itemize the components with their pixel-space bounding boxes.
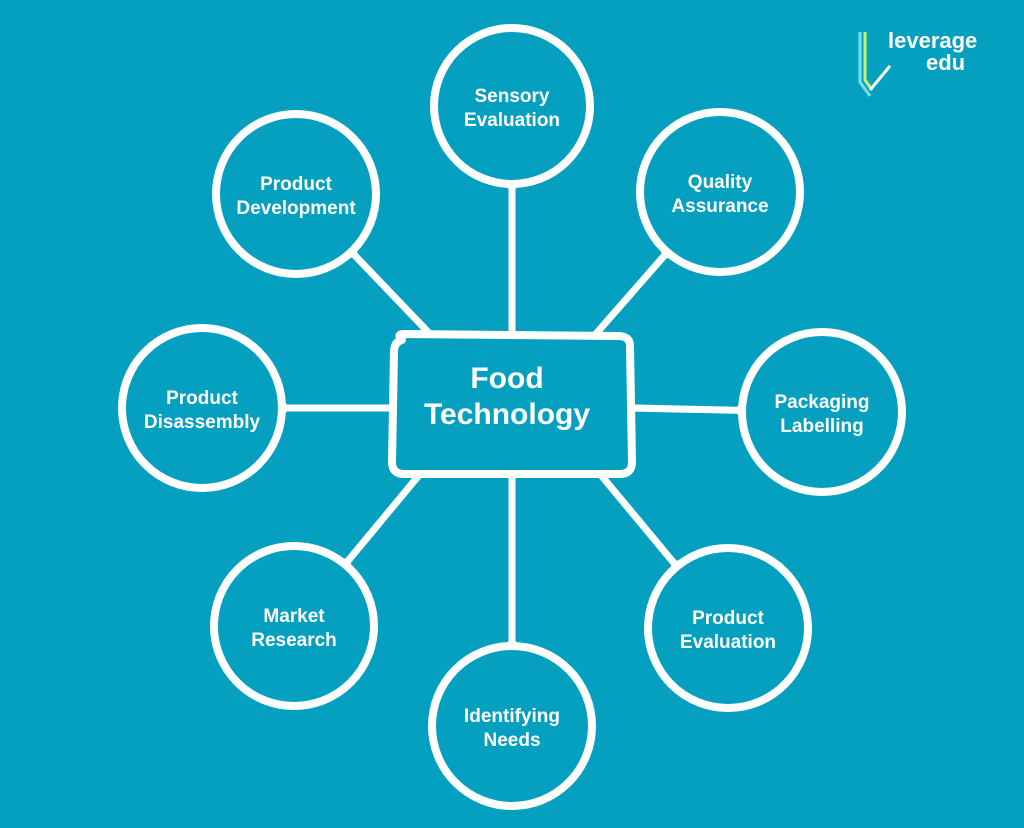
node-label-line1-product-development: Product: [260, 174, 332, 195]
node-label-line2-product-development: Development: [236, 198, 356, 219]
node-label-line1-sensory-evaluation: Sensory: [475, 86, 550, 107]
node-circle-sensory-evaluation: [430, 24, 594, 188]
node-circle-quality-assurance: [636, 108, 804, 276]
node-label-line1-product-evaluation: Product: [692, 608, 764, 629]
logo-text-line2: edu: [926, 50, 966, 75]
node-circle-product-disassembly: [118, 324, 286, 492]
node-label-line2-product-disassembly: Disassembly: [144, 412, 261, 433]
node-circle-identifying-needs: [428, 642, 596, 810]
node-circle-product-development: [212, 110, 380, 278]
connector-market-research: [341, 470, 424, 568]
node-label-line2-quality-assurance: Assurance: [671, 196, 768, 217]
node-circle-market-research: [210, 542, 378, 710]
center-box: [388, 330, 636, 478]
nodes: SensoryEvaluationQualityAssurancePackagi…: [118, 24, 906, 810]
leverage-edu-logo: leverage edu: [856, 30, 996, 100]
node-label-line2-identifying-needs: Needs: [483, 730, 540, 751]
node-label-line2-product-evaluation: Evaluation: [680, 632, 776, 653]
node-label-line1-quality-assurance: Quality: [688, 172, 753, 193]
node-label-line1-packaging-labelling: Packaging: [774, 392, 869, 413]
node-label-line2-market-research: Research: [251, 630, 337, 651]
logo-mark-icon: [858, 32, 892, 97]
center-title-line1: Food: [470, 362, 543, 395]
node-label-line1-identifying-needs: Identifying: [464, 706, 560, 727]
node-label-line1-market-research: Market: [263, 606, 325, 627]
connector-quality-assurance: [590, 248, 671, 340]
node-circle-packaging-labelling: [738, 328, 906, 496]
logo-text-line1: leverage: [888, 28, 978, 53]
connector-product-evaluation: [596, 470, 681, 570]
node-label-line2-packaging-labelling: Labelling: [780, 416, 863, 437]
connector-packaging-labelling: [628, 404, 746, 414]
node-circle-product-evaluation: [644, 544, 812, 712]
node-label-line1-product-disassembly: Product: [166, 388, 238, 409]
center-title-line2: Technology: [424, 398, 590, 431]
node-label-line2-sensory-evaluation: Evaluation: [464, 110, 560, 131]
connector-product-development: [347, 248, 434, 338]
center-node: Food Technology: [388, 330, 636, 478]
